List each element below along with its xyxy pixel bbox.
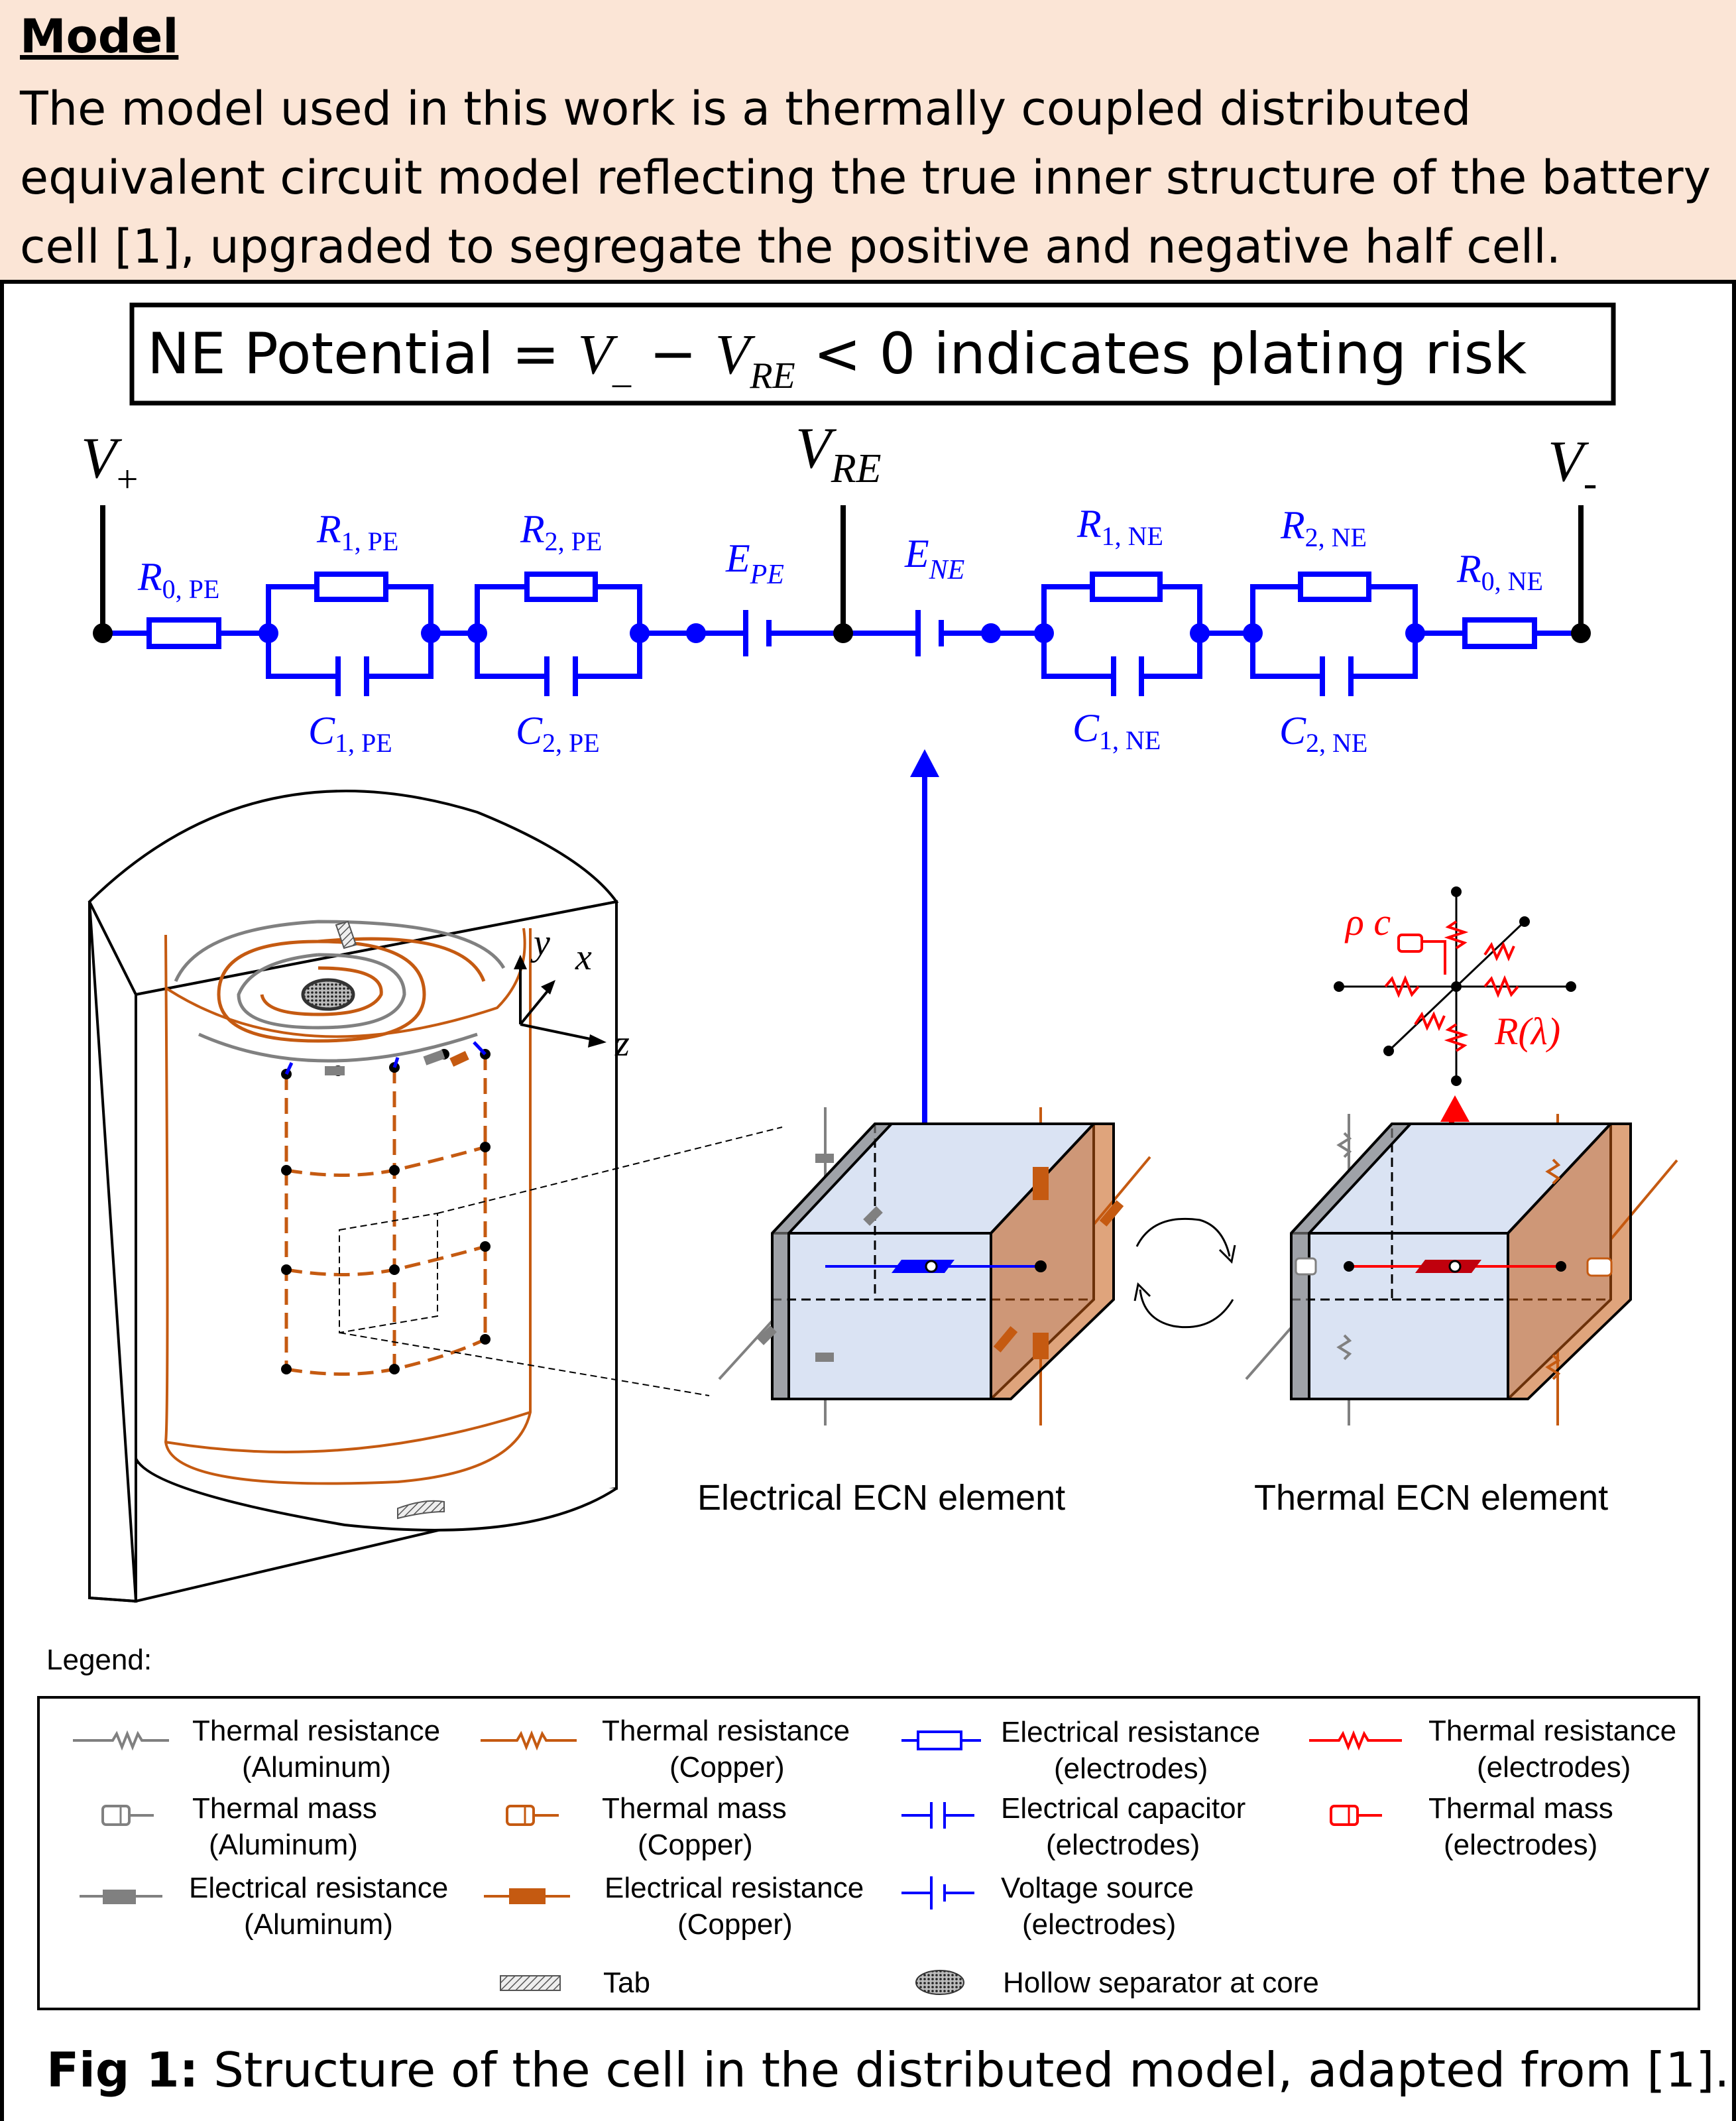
svg-text:(Copper): (Copper): [677, 1908, 793, 1941]
r0-ne-resistor: [1462, 617, 1537, 649]
r1-pe-resistor: [314, 572, 388, 602]
legend-title: Legend:: [46, 1644, 152, 1676]
svg-text:NE Potential = V_ − VRE < 0 in: NE Potential = V_ − VRE < 0 indicates pl…: [147, 321, 1527, 396]
legend-voltage-source-electrodes-icon: [901, 1876, 974, 1909]
formula-v-re: V: [715, 322, 756, 386]
svg-text:Voltage source: Voltage source: [1001, 1872, 1194, 1904]
svg-text:C1, PE: C1, PE: [308, 709, 392, 758]
figure-caption: Fig 1: Structure of the cell in the dist…: [46, 2042, 1729, 2098]
svg-text:Thermal resistance: Thermal resistance: [602, 1715, 850, 1747]
svg-text:Thermal resistance: Thermal resistance: [192, 1715, 440, 1747]
electrical-ecn-element: [718, 749, 1151, 1425]
svg-text:Electrical resistance: Electrical resistance: [189, 1872, 448, 1904]
cell-mesh: [281, 1041, 783, 1396]
circuit-arrow: [910, 749, 939, 777]
circuit-nodes: [93, 623, 1591, 643]
legend-electrical-resistance-copper-icon: [484, 1888, 570, 1904]
electrical-element-label: Electrical ECN element: [697, 1478, 1065, 1518]
svg-text:R1, NE: R1, NE: [1076, 502, 1163, 551]
legend-electrical-capacitor-electrodes-icon: [901, 1802, 974, 1829]
axis-x-label: x: [575, 937, 592, 978]
svg-text:(Copper): (Copper): [669, 1751, 785, 1784]
svg-text:Thermal mass: Thermal mass: [602, 1792, 787, 1825]
svg-text:(electrodes): (electrodes): [1046, 1829, 1200, 1861]
svg-text:Electrical resistance: Electrical resistance: [1001, 1716, 1260, 1748]
svg-text:(electrodes): (electrodes): [1022, 1908, 1176, 1941]
caption-label: Fig 1:: [46, 2042, 199, 2098]
model-header: Model The model used in this work is a t…: [0, 0, 1736, 284]
svg-text:(Aluminum): (Aluminum): [209, 1829, 358, 1861]
legend-electrical-resistance-aluminum-icon: [80, 1890, 162, 1904]
svg-text:C2, PE: C2, PE: [516, 709, 600, 758]
svg-text:R1, PE: R1, PE: [316, 507, 398, 556]
svg-text:Thermal resistance: Thermal resistance: [1428, 1715, 1676, 1747]
legend-thermal-resistance-copper-icon: [481, 1730, 577, 1751]
formula-v-minus-sub: _: [612, 350, 632, 391]
legend-tab-icon: [500, 1975, 561, 1991]
thermal-node: ρ c R(λ): [1334, 886, 1576, 1086]
formula-v-minus: V: [578, 322, 618, 386]
legend-thermal-resistance-electrodes-icon: [1309, 1730, 1402, 1751]
svg-text:Thermal mass: Thermal mass: [192, 1792, 377, 1825]
svg-text:R0, PE: R0, PE: [137, 555, 219, 604]
legend-hollow-separator-icon: [915, 1970, 964, 1995]
tab-top: [335, 920, 357, 949]
header-title: Model: [20, 9, 179, 64]
svg-text:(electrodes): (electrodes): [1477, 1751, 1631, 1784]
thermal-ecn-element: [1245, 1095, 1678, 1425]
jelly-roll-spiral: [174, 920, 506, 1520]
svg-text:(electrodes): (electrodes): [1054, 1752, 1208, 1785]
legend-electrical-resistance-electrodes-icon: [901, 1730, 981, 1750]
r-lambda-label: R(λ): [1494, 1010, 1560, 1053]
svg-text:C2, NE: C2, NE: [1279, 709, 1367, 758]
svg-text:C1, NE: C1, NE: [1072, 706, 1161, 755]
svg-text:(Aluminum): (Aluminum): [244, 1908, 393, 1941]
circuit-labels: V+ VRE V- R0, PE R1, PE R2, PE C1, PE C2…: [81, 416, 1597, 758]
cylindrical-cell: [87, 790, 619, 1603]
hollow-core: [301, 978, 355, 1011]
legend-thermal-resistance-aluminum-icon: [73, 1730, 169, 1751]
svg-text:ENE: ENE: [904, 532, 964, 585]
thermal-element-label: Thermal ECN element: [1254, 1478, 1608, 1518]
rho-c-label: ρ c: [1344, 900, 1391, 943]
caption-text: Structure of the cell in the distributed…: [198, 2042, 1730, 2098]
axis-y-label: y: [530, 922, 550, 963]
formula-prefix: NE Potential =: [147, 321, 578, 387]
r1-ne-resistor: [1090, 572, 1163, 602]
axis-z-label: z: [614, 1023, 630, 1064]
formula-v-re-sub: RE: [749, 355, 795, 396]
svg-text:R2, NE: R2, NE: [1280, 503, 1367, 552]
svg-text:Thermal mass: Thermal mass: [1428, 1792, 1613, 1825]
svg-text:V+: V+: [81, 426, 138, 501]
cell-axes: y x z: [514, 922, 630, 1064]
svg-text:(Copper): (Copper): [638, 1829, 753, 1861]
formula-suffix: < 0 indicates plating risk: [795, 321, 1527, 387]
coupling-arrows-icon: [1133, 1217, 1236, 1329]
svg-text:(Aluminum): (Aluminum): [242, 1751, 391, 1784]
svg-text:Electrical resistance: Electrical resistance: [605, 1872, 864, 1904]
figure-frame: [0, 284, 1736, 2121]
legend-thermal-mass-copper-icon: [506, 1805, 559, 1826]
legend-thermal-mass-electrodes-icon: [1330, 1805, 1382, 1826]
r2-pe-resistor: [524, 572, 598, 602]
formula-op: −: [631, 321, 715, 387]
svg-text:Tab: Tab: [603, 1967, 650, 1999]
plating-risk-formula: NE Potential = V_ − VRE < 0 indicates pl…: [129, 302, 1616, 406]
svg-text:VRE: VRE: [795, 416, 882, 491]
svg-text:V-: V-: [1548, 430, 1597, 506]
svg-text:Electrical capacitor: Electrical capacitor: [1001, 1792, 1245, 1825]
svg-text:Hollow separator at core: Hollow separator at core: [1003, 1967, 1319, 1999]
svg-text:(electrodes): (electrodes): [1444, 1829, 1597, 1861]
r2-ne-resistor: [1298, 572, 1371, 602]
svg-text:R0, NE: R0, NE: [1456, 547, 1543, 596]
header-description: The model used in this work is a thermal…: [20, 82, 1711, 274]
tab-bottom: [397, 1500, 445, 1520]
r0-pe-resistor: [146, 617, 221, 649]
legend: Legend: Thermal resistance (Aluminum) Th…: [37, 1644, 1700, 2010]
legend-thermal-mass-aluminum-icon: [101, 1805, 154, 1826]
svg-text:R2, PE: R2, PE: [520, 507, 602, 556]
svg-text:EPE: EPE: [725, 536, 784, 590]
